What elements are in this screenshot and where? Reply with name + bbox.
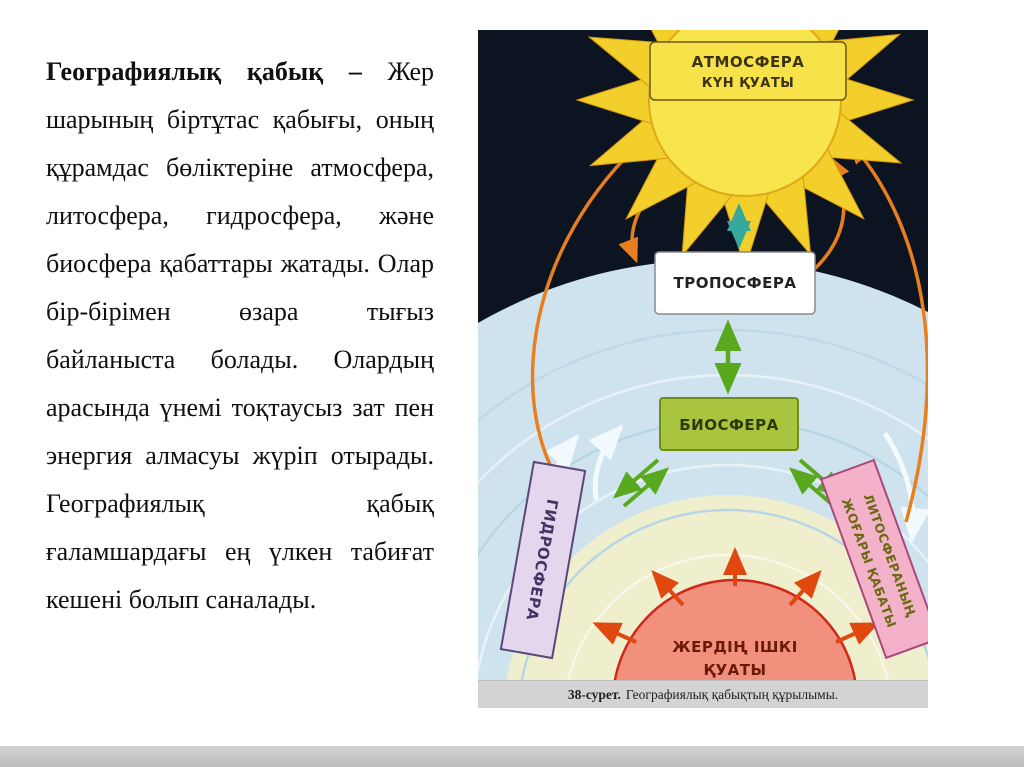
atmosphere-title: АТМОСФЕРА: [692, 53, 805, 71]
troposphere-box: ТРОПОСФЕРА: [654, 251, 816, 315]
diagram-figure: АТМОСФЕРА КҮН ҚУАТЫ ТРОПОСФЕРА БИО: [478, 30, 928, 708]
description-body: Жер шарының біртұтас қабығы, оның құрамд…: [46, 57, 434, 614]
lithosphere-box: ЛИТОСФЕРАНЫҢ ЖОҒАРЫ ҚАБАТЫ: [819, 458, 928, 660]
core-energy-arrows: [592, 547, 880, 645]
earth-core-label-line1: ЖЕРДІҢ ІШКІ: [672, 638, 798, 656]
hydrosphere-box: ГИДРОСФЕРА: [499, 460, 587, 660]
biosphere-label: БИОСФЕРА: [679, 416, 778, 434]
figure-caption: 38-сурет. Географиялық қабықтың құрылымы…: [478, 680, 928, 708]
atmosphere-label: АТМОСФЕРА КҮН ҚУАТЫ: [649, 41, 847, 101]
geographic-shell-diagram: АТМОСФЕРА КҮН ҚУАТЫ ТРОПОСФЕРА БИО: [478, 30, 928, 680]
description-text: Географиялық қабық – Жер шарының біртұта…: [46, 48, 434, 624]
description-lead: Географиялық қабық –: [46, 57, 362, 86]
slide-footer-bar: [0, 746, 1024, 767]
troposphere-label: ТРОПОСФЕРА: [673, 274, 796, 292]
caption-text: Географиялық қабықтың құрылымы.: [625, 686, 839, 702]
caption-number: 38-сурет.: [567, 686, 621, 702]
sun-energy-label: КҮН ҚУАТЫ: [702, 76, 794, 91]
earth-core-label-line2: ҚУАТЫ: [703, 661, 766, 679]
biosphere-box: БИОСФЕРА: [659, 397, 799, 451]
